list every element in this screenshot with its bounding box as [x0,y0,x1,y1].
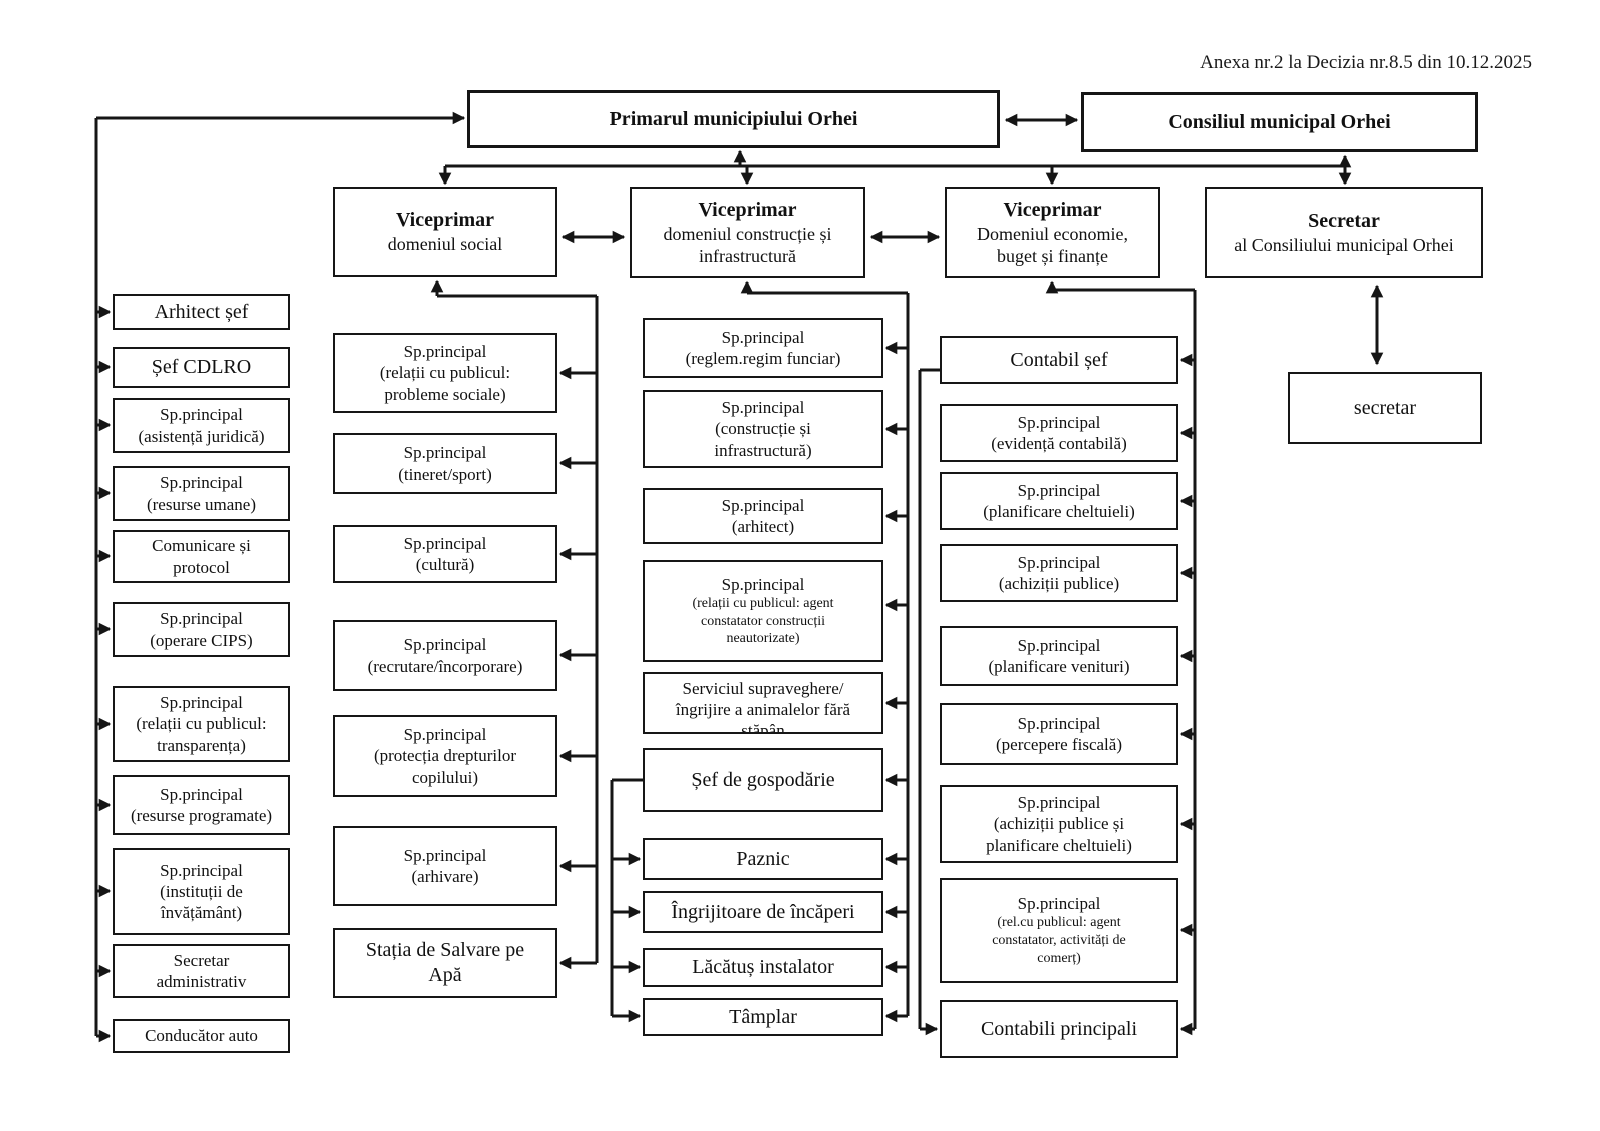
box-sp-constructie-infrastructura: Sp.principal (construcție și infrastruct… [643,390,883,468]
label: Sp.principal (protecția drepturilor copi… [373,725,517,787]
label: Sp.principal (tineret/sport) [398,443,492,484]
label: Sp.principal (resurse programate) [130,784,273,825]
label-subtitle: domeniul social [387,234,503,255]
box-sp-achizitii-publice: Sp.principal (achiziții publice) [940,544,1178,602]
label-subtitle: Domeniul economie, buget și finanțe [977,223,1128,266]
box-sp-asistenta-juridica: Sp.principal (asistență juridică) [113,398,290,453]
label: Arhitect șef [154,300,249,323]
box-serviciul-supraveghere-animale: Serviciul supraveghere/ îngrijire a anim… [643,672,883,734]
label-subtitle: al Consiliului municipal Orhei [1234,234,1454,255]
box-ingrijitoare-incaperi: Îngrijitoare de încăperi [643,891,883,933]
box-sp-achizitii-planificare: Sp.principal (achiziții publice și plani… [940,785,1178,863]
box-sp-arhitect: Sp.principal (arhitect) [643,488,883,544]
label: Sp.principal (planificare cheltuieli) [983,480,1135,521]
label-line2: (relații cu publicul: agent constatator … [692,595,834,647]
label: Sp.principal (relații cu publicul: trans… [136,693,267,755]
label: Lăcătuș instalator [692,956,834,979]
label: Consiliul municipal Orhei [1168,110,1391,133]
box-sp-tineret-sport: Sp.principal (tineret/sport) [333,433,557,494]
label: Sp.principal (arhivare) [403,845,487,886]
box-secretar-administrativ: Secretar administrativ [113,944,290,998]
label: Sp.principal (reglem.regim funciar) [685,327,841,368]
box-viceprimar-constructie: Viceprimar domeniul construcție și infra… [630,187,865,278]
label: Comunicare și protocol [152,536,251,577]
box-sp-reglem-regim-funciar: Sp.principal (reglem.regim funciar) [643,318,883,378]
box-viceprimar-social: Viceprimar domeniul social [333,187,557,277]
box-sp-resurse-programate: Sp.principal (resurse programate) [113,775,290,835]
label: Conducător auto [145,1026,258,1046]
label: Îngrijitoare de încăperi [671,900,855,923]
box-sp-operare-cips: Sp.principal (operare CIPS) [113,602,290,657]
label: Sp.principal (achiziții publice și plani… [986,793,1132,855]
box-conducator-auto: Conducător auto [113,1019,290,1053]
box-sp-resurse-umane: Sp.principal (resurse umane) [113,466,290,521]
box-sp-recrutare-incorporare: Sp.principal (recrutare/încorporare) [333,620,557,691]
label-line1: Sp.principal [1017,894,1101,914]
box-secretar-mic: secretar [1288,372,1482,444]
box-sp-probleme-sociale: Sp.principal (relații cu publicul: probl… [333,333,557,413]
box-contabili-principali: Contabili principali [940,1000,1178,1058]
label: Sp.principal (achiziții publice) [998,552,1120,593]
label: Tâmplar [729,1005,797,1028]
box-secretar-consiliu: Secretar al Consiliului municipal Orhei [1205,187,1483,278]
label: Sp.principal (arhitect) [721,495,805,536]
box-statia-salvare-apa: Stația de Salvare pe Apă [333,928,557,998]
box-contabil-sef: Contabil șef [940,336,1178,384]
label: Stația de Salvare pe Apă [365,939,525,986]
label: Sp.principal (resurse umane) [146,473,257,514]
box-sp-agent-constatator-comert: Sp.principal (rel.cu publicul: agent con… [940,878,1178,983]
label-title: Secretar [1308,209,1380,232]
box-comunicare-protocol: Comunicare și protocol [113,530,290,583]
box-viceprimar-economie: Viceprimar Domeniul economie, buget și f… [945,187,1160,278]
label-line2: (rel.cu publicul: agent constatator, act… [992,915,1126,966]
box-sp-cultura: Sp.principal (cultură) [333,525,557,583]
box-sp-institutii-invatamant: Sp.principal (instituții de învățământ) [113,848,290,935]
label: Serviciul supraveghere/ îngrijire a anim… [675,679,851,734]
label: Contabil șef [1010,348,1108,371]
label: Sp.principal (cultură) [403,533,487,574]
label: Contabili principali [980,1017,1138,1040]
label: Șef de gospodărie [691,768,835,791]
label: Șef CDLRO [151,356,252,379]
label: Sp.principal (evidență contabilă) [991,412,1127,453]
box-primar: Primarul municipiului Orhei [467,90,1000,148]
label-line1: Sp.principal [721,574,805,594]
label: Sp.principal (planificare venituri) [988,635,1130,676]
box-sef-gospodarie: Șef de gospodărie [643,748,883,812]
box-sp-agent-constatator-constructii: Sp.principal (relații cu publicul: agent… [643,560,883,662]
box-consiliul: Consiliul municipal Orhei [1081,92,1478,152]
label: Sp.principal (asistență juridică) [138,405,265,446]
box-sp-protectia-drepturilor: Sp.principal (protecția drepturilor copi… [333,715,557,797]
box-sef-cdlro: Șef CDLRO [113,347,290,388]
box-paznic: Paznic [643,838,883,880]
box-sp-evidenta-contabila: Sp.principal (evidență contabilă) [940,404,1178,462]
label: Sp.principal (instituții de învățământ) [160,860,243,923]
box-sp-relatii-transparenta: Sp.principal (relații cu publicul: trans… [113,686,290,762]
label: Paznic [736,847,790,870]
box-sp-arhivare: Sp.principal (arhivare) [333,826,557,906]
label: secretar [1353,396,1417,419]
label: Primarul municipiului Orhei [609,107,858,130]
box-lacatus-instalator: Lăcătuș instalator [643,948,883,987]
label: Sp.principal (relații cu publicul: probl… [379,342,511,404]
box-tamplar: Tâmplar [643,998,883,1036]
label: Sp.principal (percepere fiscală) [996,713,1122,754]
label: Sp.principal (operare CIPS) [150,609,253,650]
label-title: Viceprimar [1003,198,1102,221]
box-sp-planificare-venituri: Sp.principal (planificare venituri) [940,626,1178,686]
label: Sp.principal (construcție și infrastruct… [714,398,812,460]
label-title: Viceprimar [698,198,797,221]
label-title: Viceprimar [395,209,495,232]
box-arhitect-sef: Arhitect șef [113,294,290,330]
box-sp-percepere-fiscala: Sp.principal (percepere fiscală) [940,703,1178,765]
box-sp-planificare-cheltuieli: Sp.principal (planificare cheltuieli) [940,472,1178,530]
label-subtitle: domeniul construcție și infrastructură [663,223,832,266]
label: Secretar administrativ [156,950,247,991]
label: Sp.principal (recrutare/încorporare) [367,635,523,676]
annexe-note: Anexa nr.2 la Decizia nr.8.5 din 10.12.2… [1200,52,1532,73]
